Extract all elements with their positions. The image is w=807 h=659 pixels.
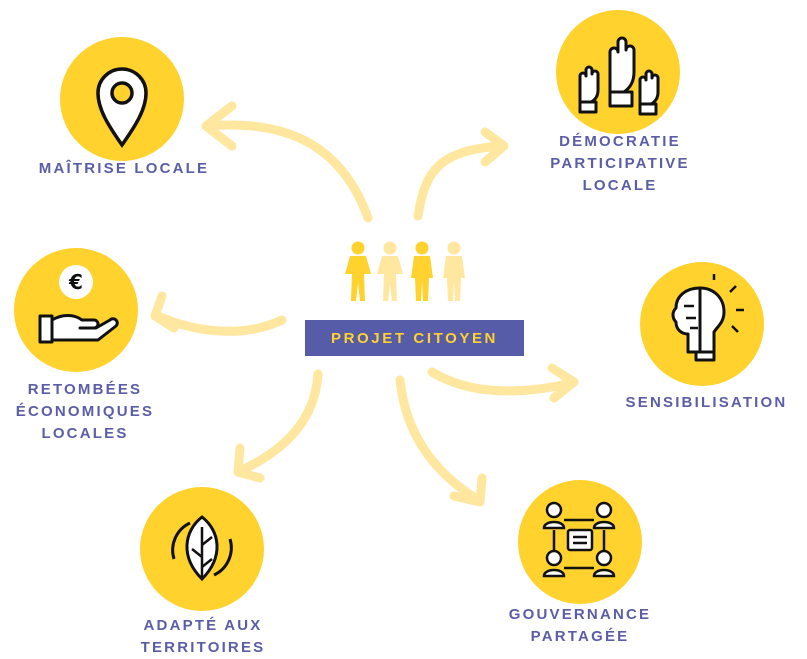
node-democratie-circle (556, 10, 680, 134)
euro-hand-icon: € (38, 265, 119, 344)
arrow-to-maitrise (203, 120, 373, 223)
node-gouvernance-circle (518, 480, 642, 604)
people-group-icon (345, 241, 465, 301)
node-sensibilisation-circle (640, 262, 764, 386)
node-maitrise-label: MAÎTRISE LOCALE (38, 160, 210, 177)
node-maitrise-circle (60, 37, 184, 161)
node-adapte-label: ADAPTÉ AUX TERRITOIRES (140, 617, 266, 656)
node-gouvernance-label: GOUVERNANCE PARTAGÉE (508, 606, 652, 645)
arrow-to-adapte (237, 369, 323, 475)
node-sensibilisation-label: SENSIBILISATION (625, 394, 788, 411)
leaf-cycle-icon (171, 515, 233, 582)
brain-lightbulb-icon (671, 274, 744, 362)
arrowhead-gouvernance (449, 473, 487, 507)
network-people-icon (542, 501, 616, 578)
svg-text:€: € (68, 270, 83, 294)
node-adapte-circle (140, 487, 264, 611)
arrow-to-gouvernance (395, 375, 483, 505)
arrowhead-democratie (480, 127, 509, 167)
center-title: PROJET CITOYEN (331, 329, 498, 347)
node-retombees-circle: € (14, 248, 138, 372)
arrowhead-sensibilisation (547, 363, 579, 403)
raised-hands-icon (578, 36, 660, 116)
arrow-to-democratie (413, 141, 507, 221)
node-retombees-label: RETOMBÉES ÉCONOMIQUES LOCALES (15, 381, 155, 442)
arrowhead-adapte (233, 443, 265, 483)
arrowhead-maitrise (201, 101, 237, 151)
center-title-box: PROJET CITOYEN (305, 320, 524, 356)
arrowhead-retombees (150, 291, 179, 333)
node-democratie-label: DÉMOCRATIE PARTICIPATIVE LOCALE (550, 133, 690, 194)
arrow-to-sensibilisation (427, 367, 577, 396)
location-pin-icon (96, 67, 148, 149)
